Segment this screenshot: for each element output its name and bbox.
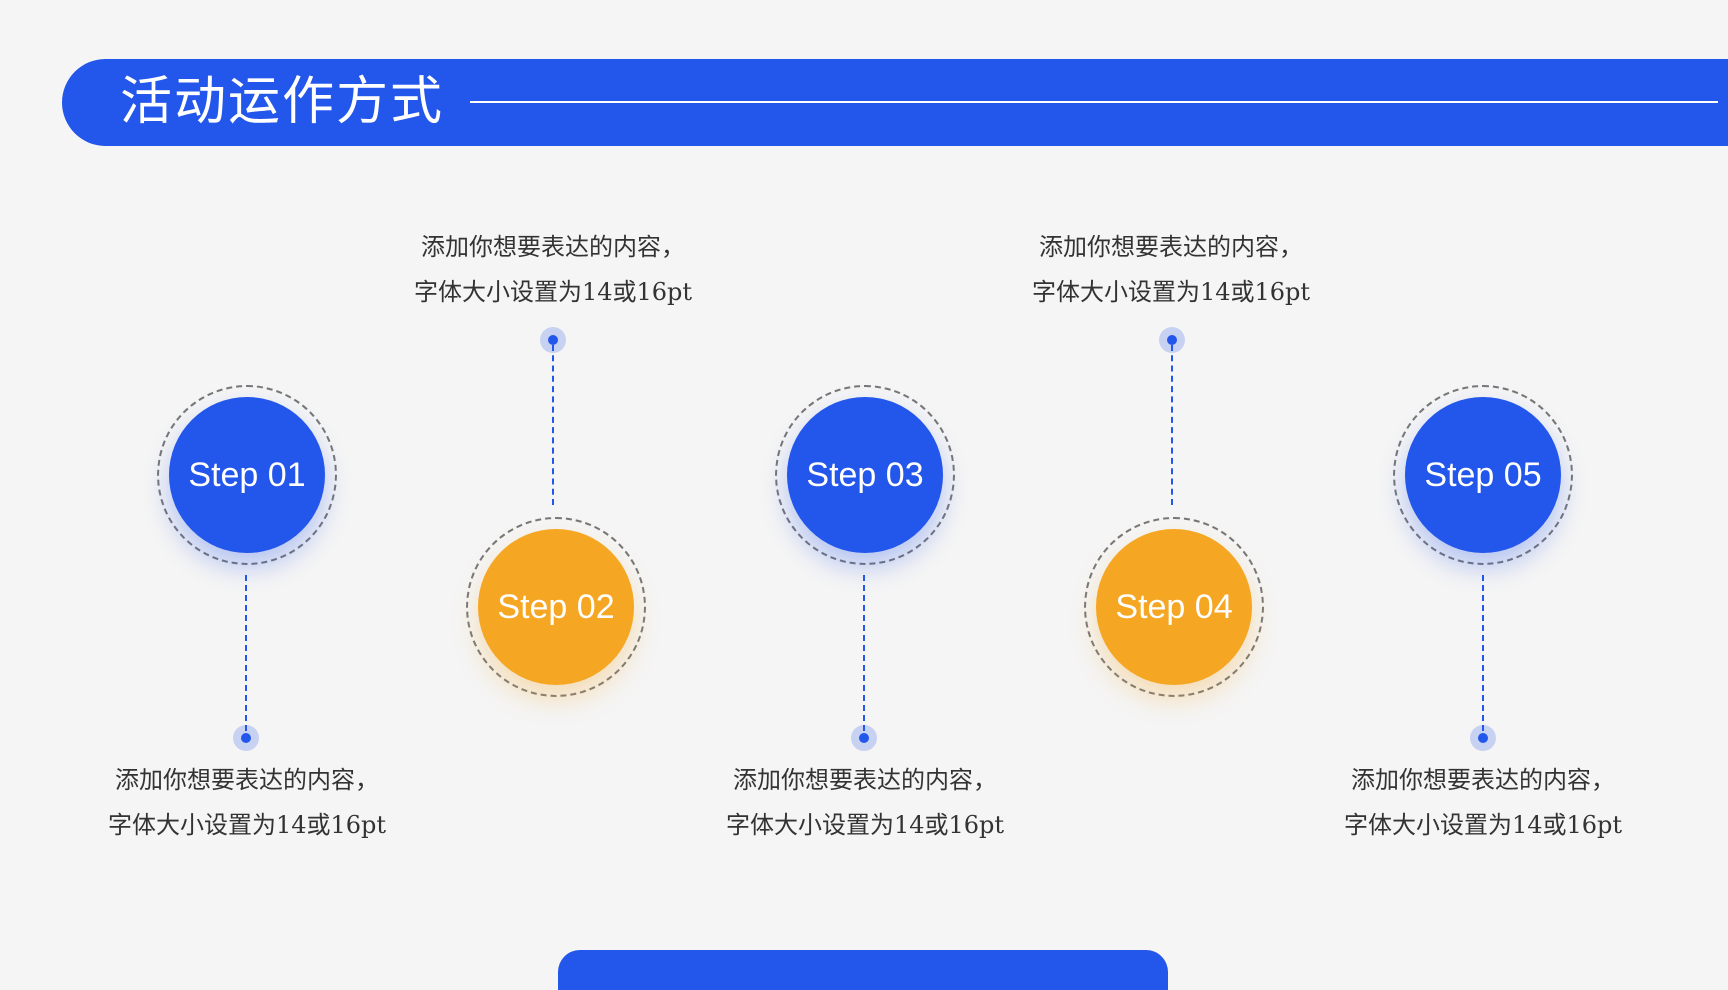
step-description-line2-03: 字体大小设置为14或16pt <box>725 811 1005 839</box>
footer-bar <box>558 950 1168 990</box>
step-label-02: Step 02 <box>478 529 634 685</box>
step-description-line2-04: 字体大小设置为14或16pt <box>1031 278 1311 306</box>
step-label-04: Step 04 <box>1096 529 1252 685</box>
step-circle-02: Step 02 <box>466 517 646 697</box>
step-description-01: 添加你想要表达的内容， 字体大小设置为14或16pt <box>87 758 407 848</box>
step-circle-04: Step 04 <box>1084 517 1264 697</box>
step-description-line1-05: 添加你想要表达的内容， <box>1351 766 1615 794</box>
step-description-line2-02: 字体大小设置为14或16pt <box>413 278 693 306</box>
step-circle-03: Step 03 <box>775 385 955 565</box>
step-label-01: Step 01 <box>169 397 325 553</box>
step-circle-05: Step 05 <box>1393 385 1573 565</box>
step-description-line2-05: 字体大小设置为14或16pt <box>1343 811 1623 839</box>
connector-line-01 <box>245 575 247 731</box>
step-label-03: Step 03 <box>787 397 943 553</box>
step-circle-01: Step 01 <box>157 385 337 565</box>
connector-dot-05 <box>1470 725 1496 751</box>
connector-line-03 <box>863 575 865 731</box>
step-label-05: Step 05 <box>1405 397 1561 553</box>
step-description-line1-04: 添加你想要表达的内容， <box>1039 233 1303 261</box>
connector-line-04 <box>1171 345 1173 505</box>
step-description-05: 添加你想要表达的内容， 字体大小设置为14或16pt <box>1323 758 1643 848</box>
step-description-03: 添加你想要表达的内容， 字体大小设置为14或16pt <box>705 758 1025 848</box>
connector-dot-03 <box>851 725 877 751</box>
step-description-line1-03: 添加你想要表达的内容， <box>733 766 997 794</box>
step-description-line1-01: 添加你想要表达的内容， <box>115 766 379 794</box>
connector-dot-01 <box>233 725 259 751</box>
header-bar: 活动运作方式 <box>62 59 1728 146</box>
step-description-02: 添加你想要表达的内容， 字体大小设置为14或16pt <box>393 225 713 315</box>
header-divider-line <box>470 101 1718 103</box>
connector-line-02 <box>552 345 554 505</box>
step-description-line1-02: 添加你想要表达的内容， <box>421 233 685 261</box>
step-description-04: 添加你想要表达的内容， 字体大小设置为14或16pt <box>1011 225 1331 315</box>
page-title: 活动运作方式 <box>120 72 445 132</box>
connector-line-05 <box>1482 575 1484 731</box>
step-description-line2-01: 字体大小设置为14或16pt <box>107 811 387 839</box>
